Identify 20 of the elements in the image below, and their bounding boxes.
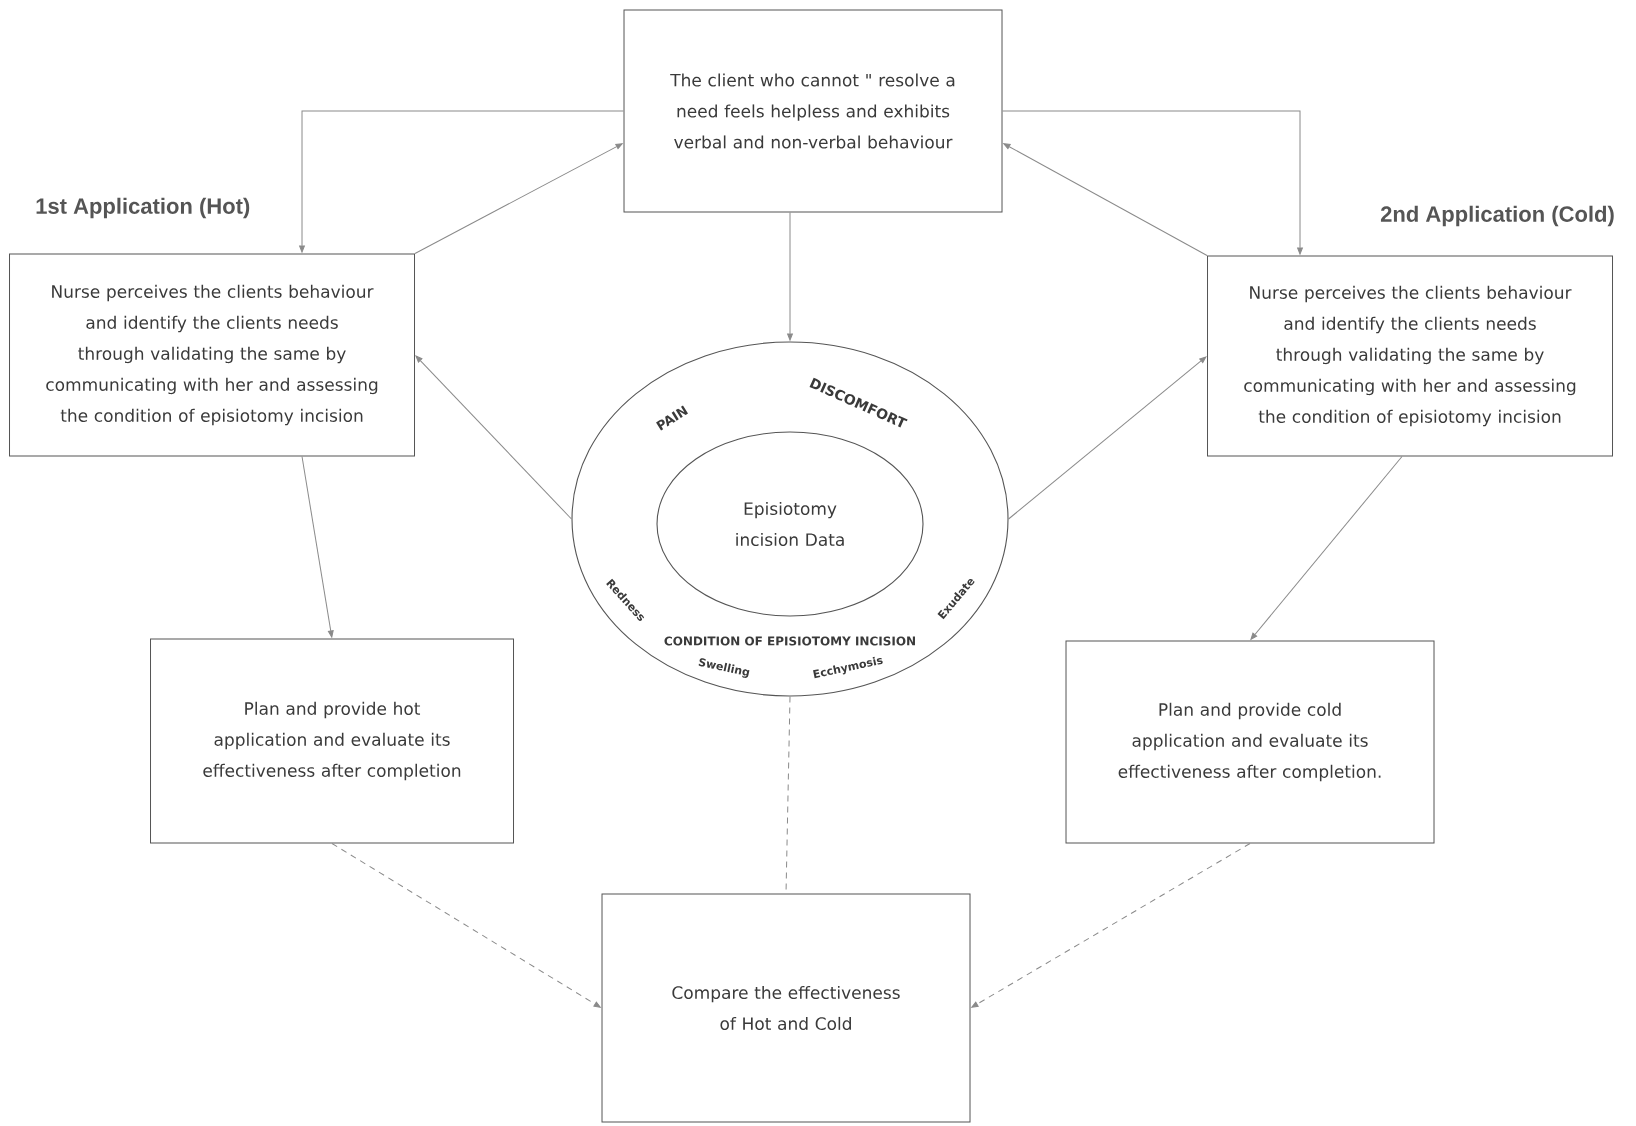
arrow [331,843,601,1008]
arrow [299,110,624,253]
arrow [415,355,572,520]
process-box: Plan and provide hot application and evaluate its effectiveness after completion [150,638,514,844]
arrow [787,212,793,341]
arrow [301,456,334,638]
process-box: The client who cannot " resolve a need feels helpless and exhibits verbal and non-verbal behaviour [623,9,1003,213]
process-box: Nurse perceives the clients behaviour and identify the clients needs through validating the same by communicating with her and assessing the condition of episiotomy incision [1207,255,1613,457]
heading: 2nd Application (Cold) [1380,205,1614,227]
arrow [971,843,1251,1008]
arrow [1002,110,1303,255]
process-box: Plan and provide cold application and evaluate its effectiveness after completion. [1065,640,1435,844]
arrow [1250,456,1403,640]
process-box: Nurse perceives the clients behaviour and identify the clients needs through validating the same by communicating with her and assessing the condition of episiotomy incision [9,253,415,457]
arrow [1008,356,1207,520]
ring-label: CONDITION OF EPISIOTOMY INCISION [664,636,915,646]
arrow [1003,143,1208,256]
arrow [414,143,623,254]
heading: 1st Application (Hot) [36,197,250,219]
process-box: Compare the effectiveness of Hot and Cold [601,893,971,1123]
